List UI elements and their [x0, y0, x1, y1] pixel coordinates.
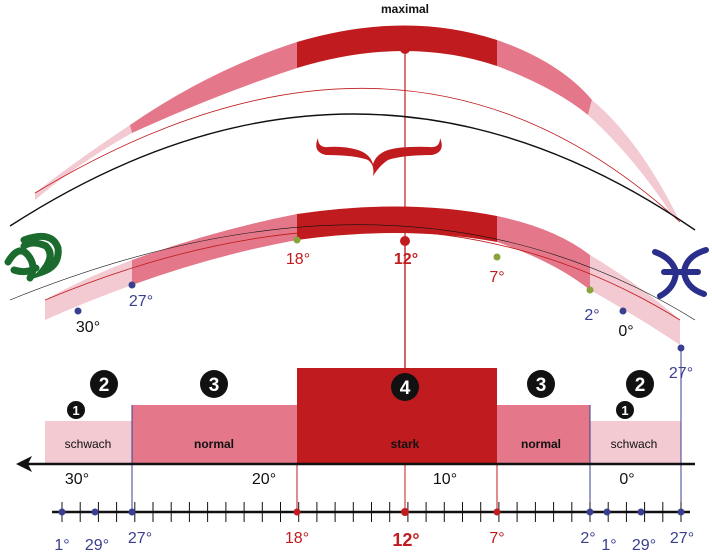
ruler-marker-7 — [493, 508, 501, 516]
ruler-marker-12 — [401, 508, 409, 516]
ruler-marker-29b — [637, 508, 645, 516]
axis-label-0: 0° — [619, 471, 634, 488]
badge-normal-left — [200, 370, 228, 398]
ruler-marker-2 — [586, 508, 594, 516]
zone-normal-right — [497, 405, 590, 464]
ruler-marker-18 — [293, 508, 301, 516]
arc-label-27: 27° — [129, 293, 153, 310]
zone-label-normal-left: normal — [194, 437, 234, 451]
svg-text:2: 2 — [635, 375, 646, 396]
ruler-marker-27 — [128, 508, 136, 516]
ruler-label-1: 1° — [54, 537, 69, 554]
middle-arc — [9, 113, 696, 231]
taurus-icon — [4, 232, 62, 282]
badge-weak-right — [626, 370, 654, 398]
small-badge-right — [616, 401, 634, 419]
arc-marker-30 — [74, 307, 82, 315]
arc-marker-2 — [586, 286, 594, 294]
ruler-label-1b: 1° — [601, 537, 616, 554]
arc-label-0: 0° — [618, 323, 633, 340]
zone-label-strong: stark — [391, 437, 420, 451]
lower-arc-band — [44, 206, 681, 345]
ruler-marker-27b — [677, 508, 685, 516]
axis-label-10: 10° — [433, 471, 457, 488]
zone-normal-left — [132, 405, 297, 464]
arc-marker-18 — [293, 236, 301, 244]
ruler-label-18: 18° — [285, 530, 309, 547]
pisces-icon — [652, 247, 709, 299]
top-arc-label: maximal — [381, 2, 429, 16]
badge-strong — [391, 373, 419, 401]
svg-text:3: 3 — [209, 375, 220, 396]
zone-weak-left — [45, 421, 132, 464]
badge-normal-right — [527, 370, 555, 398]
ruler-label-12: 12° — [392, 530, 419, 550]
ruler-label-7: 7° — [489, 530, 504, 547]
zone-label-weak-right: schwach — [611, 437, 658, 451]
badge-weak-left — [90, 370, 118, 398]
zone-label-weak-left: schwach — [65, 437, 112, 451]
brace-icon — [316, 138, 442, 176]
ruler-label-29b: 29° — [632, 537, 656, 554]
ruler-marker-1b — [603, 508, 611, 516]
ruler-marker-1 — [58, 508, 66, 516]
ruler-ticks — [61, 502, 682, 522]
ruler-label-27b: 27° — [670, 530, 694, 547]
top-arc-band — [34, 25, 681, 223]
ruler-label-2: 2° — [580, 530, 595, 547]
arc-label-30: 30° — [76, 319, 100, 336]
arc-label-7: 7° — [489, 269, 504, 286]
arc-label-2: 2° — [584, 307, 599, 324]
svg-text:1: 1 — [72, 403, 79, 418]
arc-label-18: 18° — [286, 251, 310, 268]
axis-label-30: 30° — [65, 471, 89, 488]
arc-marker-7 — [493, 253, 501, 261]
axis-label-20: 20° — [252, 471, 276, 488]
small-badge-left — [67, 401, 85, 419]
top-arc-outline — [34, 87, 681, 223]
lower-arc-outline — [9, 224, 696, 321]
svg-text:1: 1 — [621, 403, 628, 418]
svg-text:4: 4 — [400, 378, 411, 399]
arc-marker-27 — [128, 281, 136, 289]
svg-text:3: 3 — [536, 375, 547, 396]
ruler-label-27: 27° — [128, 530, 152, 547]
svg-text:2: 2 — [99, 375, 110, 396]
ruler-marker-29 — [91, 508, 99, 516]
zone-weak-right — [590, 421, 681, 464]
arc-marker-0 — [619, 307, 627, 315]
arc-label-12: 12° — [394, 251, 418, 268]
arrow-left-icon — [16, 456, 32, 472]
zone-label-normal-right: normal — [521, 437, 561, 451]
ruler-label-29: 29° — [85, 537, 109, 554]
